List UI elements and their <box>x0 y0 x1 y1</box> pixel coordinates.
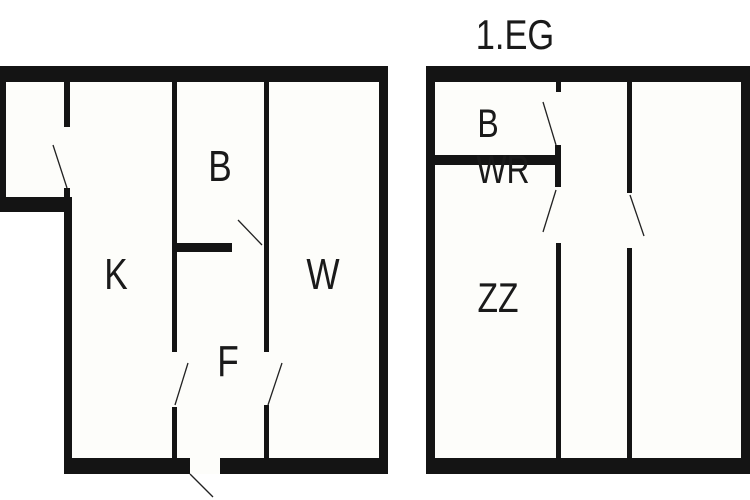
room-label-room: ZZ <box>477 276 518 322</box>
door-icon <box>629 194 645 237</box>
room-label-bath: B <box>477 101 498 146</box>
entrance-door-icon <box>189 473 214 498</box>
walls <box>426 66 750 474</box>
right-floor-plan: B WR ZZ <box>426 66 750 474</box>
door-swings <box>52 144 283 498</box>
door-icon <box>174 362 189 406</box>
door-icon <box>237 219 263 246</box>
room-label-hall: F <box>217 337 239 386</box>
room-label-living: W <box>306 250 340 299</box>
room-label-laundry: WR <box>476 147 529 192</box>
room-label-kitchen: K <box>104 250 128 299</box>
door-icon <box>267 362 283 406</box>
room-label-bath: B <box>208 142 231 191</box>
left-floor-plan: K B F W <box>0 66 388 498</box>
door-icon <box>542 189 557 233</box>
door-icon <box>542 101 557 146</box>
floor-title: 1.EG <box>476 12 554 59</box>
walls <box>0 66 388 474</box>
door-swings <box>542 101 645 237</box>
door-icon <box>52 144 68 189</box>
